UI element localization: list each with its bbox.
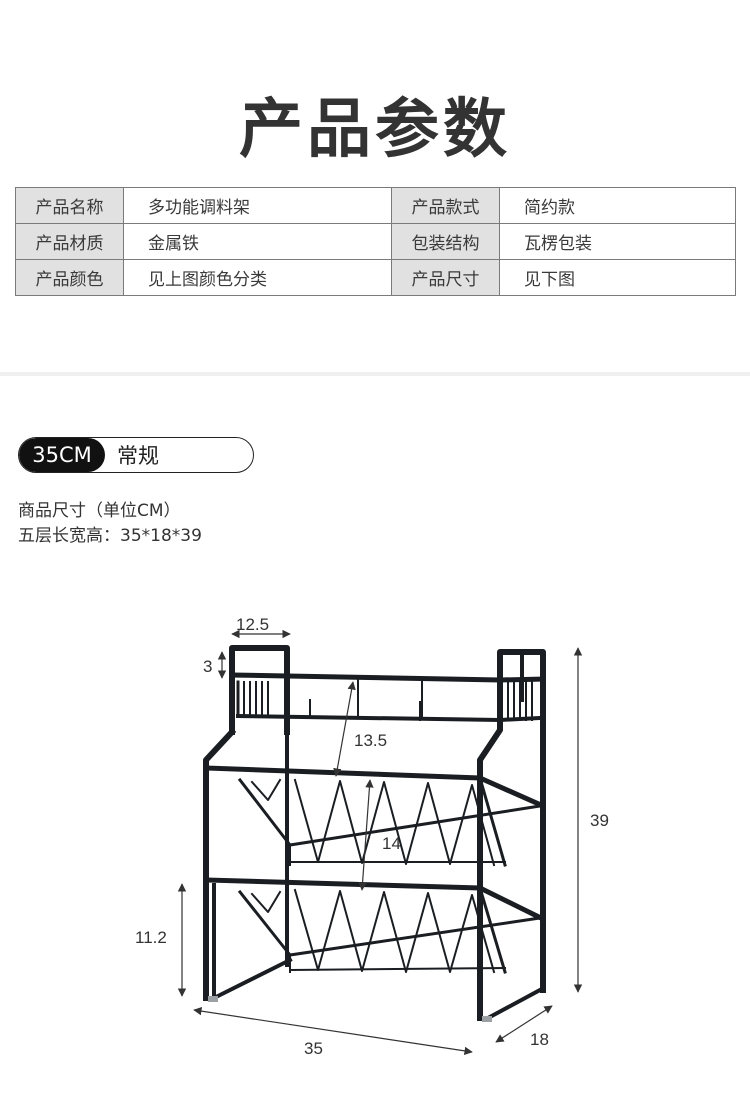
spec-key: 产品颜色 — [15, 259, 124, 296]
spec-value: 见上图颜色分类 — [123, 259, 392, 296]
spec-value: 见下图 — [499, 259, 736, 296]
size-dimensions-text: 五层长宽高：35*18*39 — [18, 526, 202, 546]
spec-key: 产品尺寸 — [391, 259, 500, 296]
dim-height: 39 — [590, 811, 609, 830]
dim-top-width: 12.5 — [236, 615, 269, 634]
spec-value: 金属铁 — [123, 223, 392, 260]
size-tag: 35CM — [19, 438, 105, 472]
size-name: 常规 — [117, 444, 159, 468]
spec-value: 瓦楞包装 — [499, 223, 736, 260]
spec-value: 简约款 — [499, 187, 736, 224]
table-row: 产品颜色 见上图颜色分类 产品尺寸 见下图 — [15, 259, 736, 296]
spec-key: 产品材质 — [15, 223, 124, 260]
table-row: 产品名称 多功能调料架 产品款式 简约款 — [15, 187, 736, 224]
dim-rail-height: 3 — [203, 657, 212, 676]
spec-key: 包装结构 — [391, 223, 500, 260]
dim-shelf-depth-top: 13.5 — [354, 731, 387, 750]
dim-shelf-depth-mid: 14 — [382, 834, 401, 853]
table-row: 产品材质 金属铁 包装结构 瓦楞包装 — [15, 223, 736, 260]
rack-dimension-diagram: 12.5 3 13.5 14 39 11.2 35 18 — [135, 615, 609, 1058]
spec-key: 产品款式 — [391, 187, 500, 224]
page-title: 产品参数 — [239, 93, 511, 167]
rack-illustration — [203, 645, 546, 1022]
dim-leg-height: 11.2 — [135, 928, 167, 947]
size-option-pill[interactable]: 35CM 常规 — [18, 437, 254, 473]
size-unit-text: 商品尺寸（单位CM） — [18, 501, 181, 521]
section-divider — [0, 372, 750, 376]
dimension-lines — [177, 629, 583, 1056]
spec-key: 产品名称 — [15, 187, 124, 224]
spec-value: 多功能调料架 — [123, 187, 392, 224]
dim-length: 35 — [304, 1039, 323, 1058]
spec-table: 产品名称 多功能调料架 产品款式 简约款 产品材质 金属铁 包装结构 瓦楞包装 … — [15, 187, 736, 296]
dim-depth: 18 — [530, 1030, 549, 1049]
